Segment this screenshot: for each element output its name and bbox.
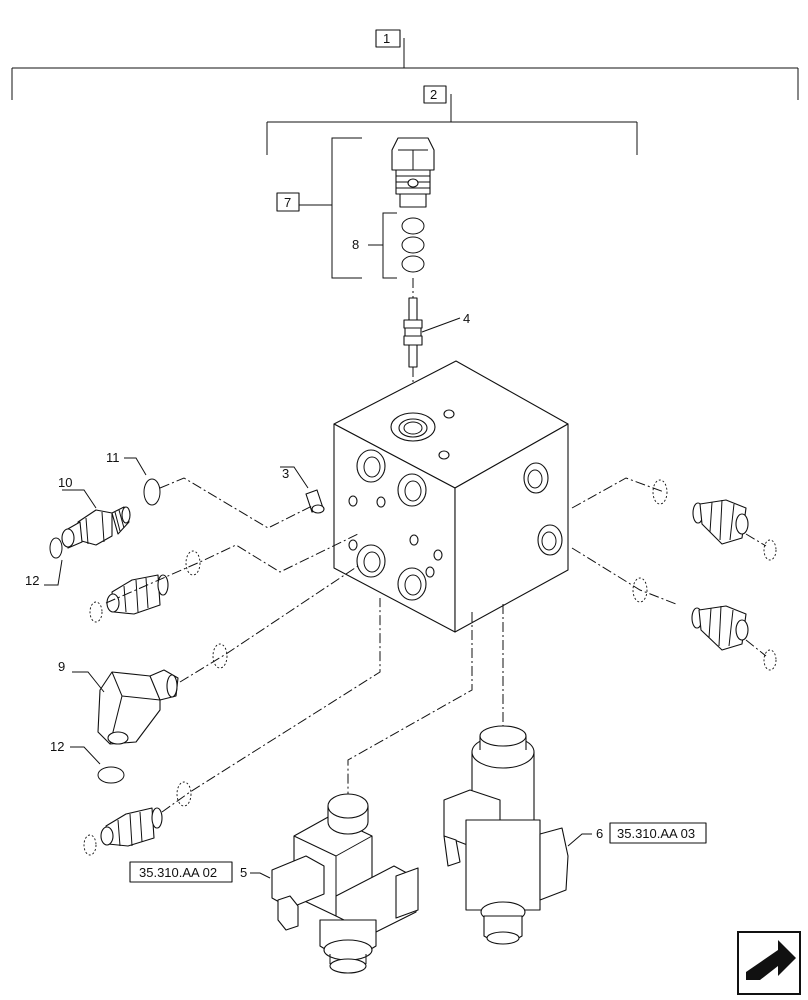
solenoid-valve-part-5[interactable]	[271, 793, 419, 974]
reference-box-left[interactable]: 35.310.AA 02	[139, 865, 217, 880]
o-ring-set[interactable]	[401, 217, 425, 273]
plug-part-3[interactable]	[305, 489, 325, 514]
o-ring-right-1	[652, 479, 668, 505]
callout-11[interactable]: 11	[106, 450, 120, 465]
callout-2[interactable]: 2	[430, 87, 437, 102]
callout-12-top[interactable]: 12	[25, 573, 39, 588]
valve-block[interactable]	[333, 360, 569, 633]
callout-9[interactable]: 9	[58, 659, 65, 674]
assembly-bracket-2	[266, 85, 638, 155]
elbow-fitting-part-9[interactable]	[97, 669, 179, 745]
solenoid-valve-part-6[interactable]	[443, 725, 569, 945]
callout-1[interactable]: 1	[383, 31, 390, 46]
reference-box-right[interactable]: 35.310.AA 03	[617, 826, 695, 841]
o-ring-left-3	[212, 643, 228, 669]
o-ring-right-2b	[763, 649, 777, 671]
callout-10[interactable]: 10	[58, 475, 72, 490]
callout-6[interactable]: 6	[596, 826, 603, 841]
callout-8[interactable]: 8	[352, 237, 359, 252]
o-ring-left-4	[176, 781, 192, 807]
callout-7[interactable]: 7	[284, 195, 291, 210]
spool-part-4[interactable]	[403, 297, 423, 368]
relief-valve-cartridge[interactable]	[391, 137, 435, 208]
o-ring-part-11[interactable]	[143, 478, 161, 506]
fitting-left-2[interactable]	[89, 574, 169, 623]
fitting-left-4[interactable]	[83, 807, 163, 856]
o-ring-part-12-bottom[interactable]	[97, 766, 125, 784]
fitting-part-10[interactable]	[61, 506, 131, 549]
assembly-bracket-1	[11, 29, 799, 100]
o-ring-part-12-top[interactable]	[49, 537, 63, 559]
kit-bracket-7	[276, 137, 362, 279]
o-ring-right-2	[632, 577, 648, 603]
next-page-arrow-icon[interactable]	[737, 931, 801, 995]
o-ring-right-1b	[763, 539, 777, 561]
callout-3[interactable]: 3	[282, 466, 289, 481]
kit-bracket-8	[368, 212, 397, 279]
fitting-right-2[interactable]	[691, 605, 749, 651]
callout-4[interactable]: 4	[463, 311, 470, 326]
callout-5[interactable]: 5	[240, 865, 247, 880]
callout-12-bottom[interactable]: 12	[50, 739, 64, 754]
o-ring-left-2	[185, 550, 201, 576]
fitting-right-1[interactable]	[692, 499, 749, 545]
